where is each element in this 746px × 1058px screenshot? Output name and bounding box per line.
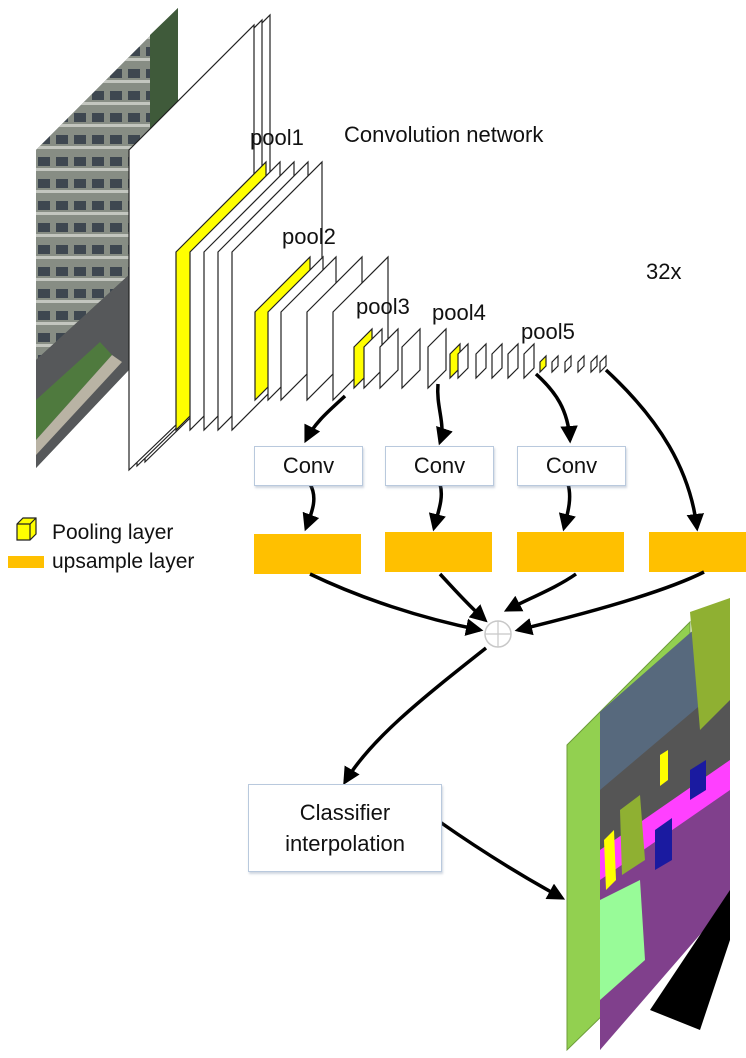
- upsample-layer-3: [517, 532, 624, 572]
- output-segmentation: [600, 598, 730, 1050]
- classifier-line-1: Classifier: [299, 800, 391, 825]
- upsample-layers: [254, 532, 746, 574]
- legend-upsample-label: upsample layer: [52, 550, 195, 573]
- arrow-conv3-to-upsample3: [558, 483, 576, 532]
- conv-box-1-label: Conv: [282, 453, 335, 478]
- arrow-sum-to-classifier: [343, 646, 488, 786]
- conv-box-2-label: Conv: [413, 453, 466, 478]
- scale-label: 32x: [646, 259, 682, 284]
- sum-node: [484, 620, 512, 648]
- arrow-classifier-to-output: [438, 820, 566, 900]
- arrow-pool4-to-conv2: [436, 383, 453, 446]
- arrow-conv1-to-upsample1: [302, 483, 320, 532]
- pool1-label: pool1: [250, 125, 304, 150]
- classifier-box: Classifier interpolation: [248, 784, 442, 872]
- upsample-layer-2: [385, 532, 492, 572]
- conv-block-4: [353, 327, 447, 390]
- pool2-label: pool2: [282, 224, 336, 249]
- classifier-line-2: interpolation: [285, 831, 405, 856]
- conv-box-1: Conv: [254, 446, 363, 486]
- conv-block-3: [254, 255, 389, 402]
- arrows-to-fusion: [309, 570, 705, 636]
- conv-block-6: [539, 354, 607, 374]
- upsample-layer-1: [254, 534, 361, 574]
- pool5-layer: [539, 354, 547, 374]
- arrow-fc-to-upsample4: [604, 368, 705, 532]
- conv-box-3: Conv: [517, 446, 626, 486]
- upsample-layer-4: [649, 532, 746, 572]
- pool5-label: pool5: [521, 319, 575, 344]
- network-title: Convolution network: [344, 122, 544, 147]
- arrow-pool3-to-conv1: [304, 394, 347, 444]
- legend-pooling-icon: [16, 517, 37, 541]
- arrows-to-output: [343, 646, 566, 900]
- arrow-conv2-to-upsample2: [428, 483, 446, 532]
- arrow-pool5-to-conv3: [534, 372, 578, 444]
- pool4-label: pool4: [432, 300, 486, 325]
- pool3-label: pool3: [356, 294, 410, 319]
- conv-block-5: [449, 342, 535, 380]
- conv-box-2: Conv: [385, 446, 494, 486]
- conv-box-3-label: Conv: [545, 453, 598, 478]
- arrows-to-upsample: [302, 483, 576, 532]
- legend-upsample-swatch: [8, 556, 44, 568]
- arrows-to-conv: [304, 368, 705, 532]
- legend-pooling-label: Pooling layer: [52, 521, 174, 544]
- input-image: [36, 8, 178, 468]
